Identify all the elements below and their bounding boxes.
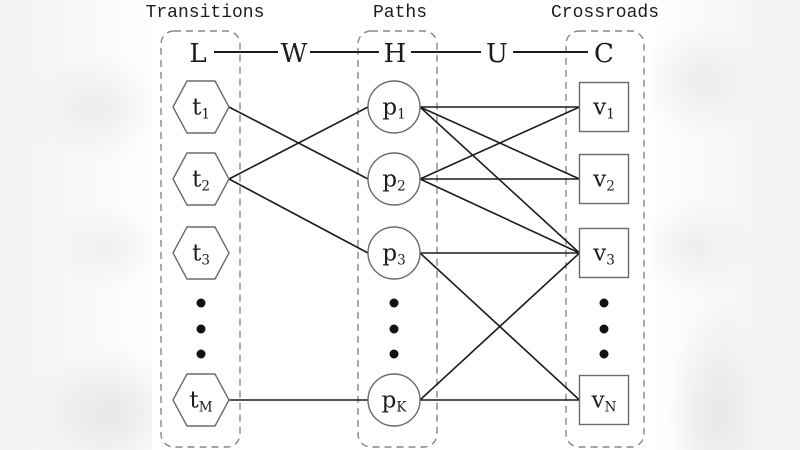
chain-letter-L: L bbox=[189, 39, 206, 69]
ellipsis-dot-transitions-2 bbox=[196, 349, 206, 359]
node-t2 bbox=[172, 152, 230, 206]
node-label-t1: t1 bbox=[192, 95, 210, 123]
ellipsis-dot-crossroads-1 bbox=[599, 324, 609, 334]
chain-letter-W: W bbox=[281, 39, 308, 69]
chain-letter-H: H bbox=[384, 39, 407, 69]
dashed-box-paths bbox=[357, 30, 438, 448]
node-label-p1: p1 bbox=[382, 95, 405, 123]
node-v1 bbox=[578, 81, 630, 133]
node-v3 bbox=[578, 227, 630, 279]
dashed-box-transitions bbox=[160, 30, 241, 448]
node-p1 bbox=[367, 80, 421, 134]
ellipsis-dot-paths-2 bbox=[389, 349, 399, 359]
edge-pK-v3 bbox=[419, 252, 581, 401]
ellipsis-dot-transitions-0 bbox=[196, 298, 206, 308]
column-title-crossroads: Crossroads bbox=[551, 3, 659, 23]
chain-letter-C: C bbox=[594, 39, 614, 69]
column-title-paths: Paths bbox=[373, 3, 427, 23]
node-label-t3: t3 bbox=[192, 241, 210, 269]
chain-letter-U: U bbox=[486, 39, 508, 69]
node-p3 bbox=[367, 226, 421, 280]
column-title-transitions: Transitions bbox=[146, 3, 265, 23]
ellipsis-dot-paths-0 bbox=[389, 298, 399, 308]
dashed-box-crossroads bbox=[565, 30, 645, 448]
node-label-v3: v3 bbox=[592, 241, 615, 269]
edge-t2-p3 bbox=[228, 178, 369, 254]
ellipsis-dot-transitions-1 bbox=[196, 324, 206, 334]
edge-p2-v1 bbox=[419, 106, 580, 180]
node-tM bbox=[172, 373, 230, 427]
node-label-t2: t2 bbox=[192, 167, 210, 195]
node-label-tM: tM bbox=[189, 388, 212, 416]
node-label-p2: p2 bbox=[382, 167, 405, 195]
node-t3 bbox=[172, 226, 230, 280]
edge-p2-v3 bbox=[419, 178, 580, 254]
node-t1 bbox=[172, 80, 230, 134]
node-label-vN: vN bbox=[591, 388, 617, 416]
ellipsis-dot-crossroads-0 bbox=[599, 298, 609, 308]
node-label-pK: pK bbox=[382, 388, 408, 416]
edge-t2-p1 bbox=[228, 106, 369, 180]
ellipsis-dot-crossroads-2 bbox=[599, 349, 609, 359]
ellipsis-dot-paths-1 bbox=[389, 324, 399, 334]
node-label-v2: v2 bbox=[592, 167, 615, 195]
node-label-v1: v1 bbox=[592, 95, 615, 123]
edge-p1-v3 bbox=[419, 106, 581, 254]
node-pK bbox=[367, 373, 421, 427]
node-vN bbox=[578, 374, 630, 426]
node-v2 bbox=[578, 153, 630, 205]
node-p2 bbox=[367, 152, 421, 206]
node-label-p3: p3 bbox=[382, 241, 405, 269]
